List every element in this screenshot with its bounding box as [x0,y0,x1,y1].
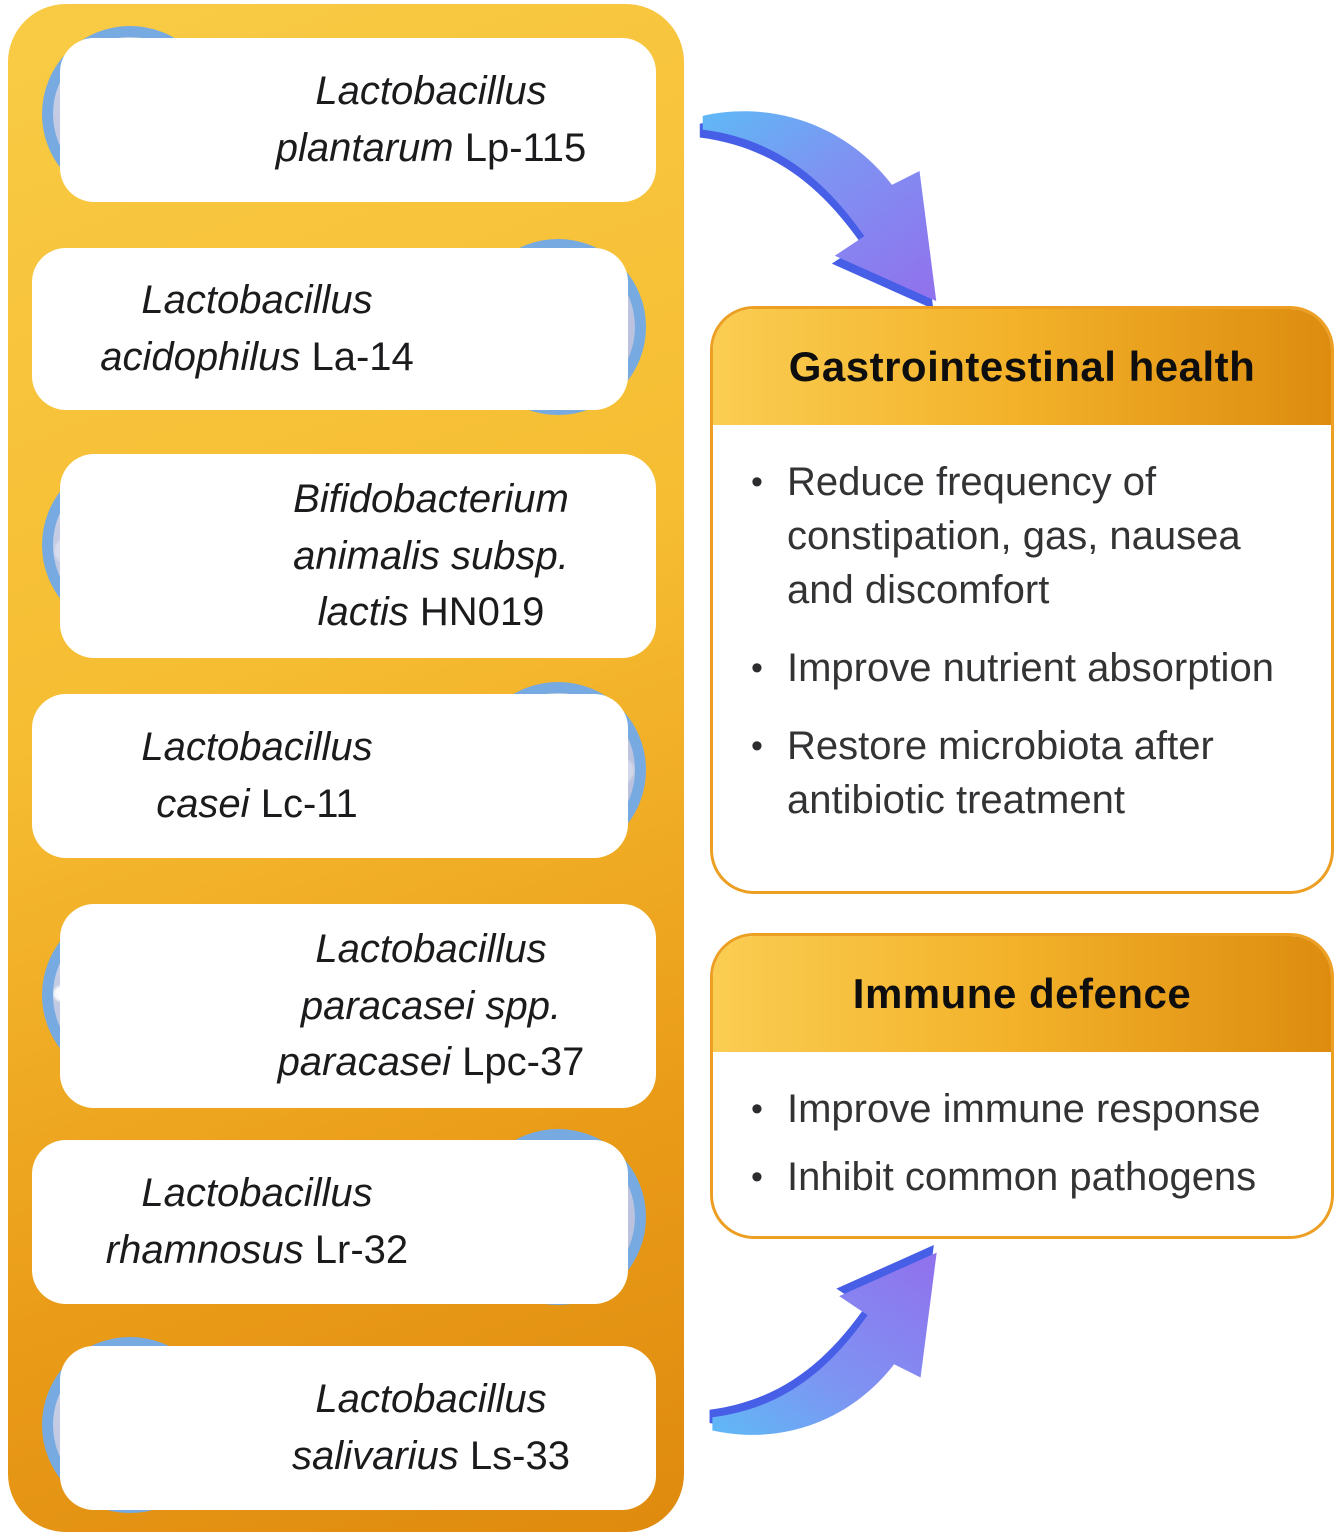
strain-name: Lactobacillus salivarius Ls-33 [232,1371,630,1485]
bullet-icon: • [751,463,763,501]
benefit-card-body: • Improve immune response • Inhibit comm… [713,1052,1331,1236]
strain-species: Lactobacillus acidophilus [100,278,373,379]
strain-species: Lactobacillus salivarius [292,1377,547,1478]
strain-code: La-14 [311,335,414,379]
benefit-card-immune: Immune defence • Improve immune response… [710,933,1334,1239]
strain-card: Bifidobacterium animalis subsp. lactis H… [60,454,656,658]
strain-code: Lp-115 [464,126,587,170]
strain-name: Lactobacillus plantarum Lp-115 [232,63,630,177]
benefit-card-body: • Reduce frequency of constipation, gas,… [713,425,1331,871]
bullet-icon: • [751,649,763,687]
bullet-text: Inhibit common pathogens [787,1155,1257,1200]
strain-code: Ls-33 [469,1434,570,1478]
benefit-bullet: • Restore microbiota after antibiotic tr… [751,719,1301,827]
bullet-text: Restore microbiota after antibiotic trea… [787,724,1214,823]
strain-card: Lactobacillus acidophilus La-14 [32,248,628,410]
benefit-title: Immune defence [852,970,1192,1017]
benefit-bullet: • Improve immune response [751,1082,1301,1136]
bullet-text: Improve immune response [787,1087,1261,1131]
bullet-text: Improve nutrient absorption [787,646,1274,690]
strain-species: Lactobacillus paracasei spp. paracasei [277,926,562,1085]
benefit-bullet: • Inhibit common pathogens [751,1150,1301,1204]
strain-species: Lactobacillus rhamnosus [105,1171,373,1272]
benefit-card-gastrointestinal: Gastrointestinal health • Reduce frequen… [710,306,1334,894]
bullet-icon: • [751,1158,763,1197]
strain-card: Lactobacillus salivarius Ls-33 [60,1346,656,1510]
strain-name: Lactobacillus rhamnosus Lr-32 [58,1165,456,1279]
benefit-title: Gastrointestinal health [788,343,1256,390]
strain-code: Lr-32 [314,1228,409,1272]
benefit-bullet: • Improve nutrient absorption [751,641,1301,695]
benefit-bullet: • Reduce frequency of constipation, gas,… [751,455,1301,617]
strain-code: Lpc-37 [462,1040,585,1085]
strain-name: Lactobacillus paracasei spp. paracasei L… [236,921,626,1091]
bullet-text: Reduce frequency of constipation, gas, n… [787,460,1241,612]
strain-species: Lactobacillus casei [141,725,373,826]
curved-arrow-up-right-icon [700,1245,950,1440]
strain-card: Lactobacillus rhamnosus Lr-32 [32,1140,628,1304]
bullet-icon: • [751,1090,763,1128]
strain-card: Lactobacillus casei Lc-11 [32,694,628,858]
strain-name: Lactobacillus acidophilus La-14 [58,272,456,386]
strain-code: HN019 [419,590,545,635]
strain-species: Bifidobacterium animalis subsp. lactis [293,476,569,635]
strain-name: Bifidobacterium animalis subsp. lactis H… [236,471,626,641]
benefit-card-header: Immune defence [713,936,1331,1052]
curved-arrow-down-right-icon [694,106,946,309]
bullet-icon: • [751,727,763,766]
benefit-card-header: Gastrointestinal health [713,309,1331,425]
strain-code: Lc-11 [260,782,358,826]
strain-card: Lactobacillus paracasei spp. paracasei L… [60,904,656,1108]
strain-species: Lactobacillus plantarum [275,69,547,170]
strain-name: Lactobacillus casei Lc-11 [58,719,456,833]
strain-panel: Lactobacillus plantarum Lp-115 Lactobaci… [8,4,684,1532]
strain-card: Lactobacillus plantarum Lp-115 [60,38,656,202]
